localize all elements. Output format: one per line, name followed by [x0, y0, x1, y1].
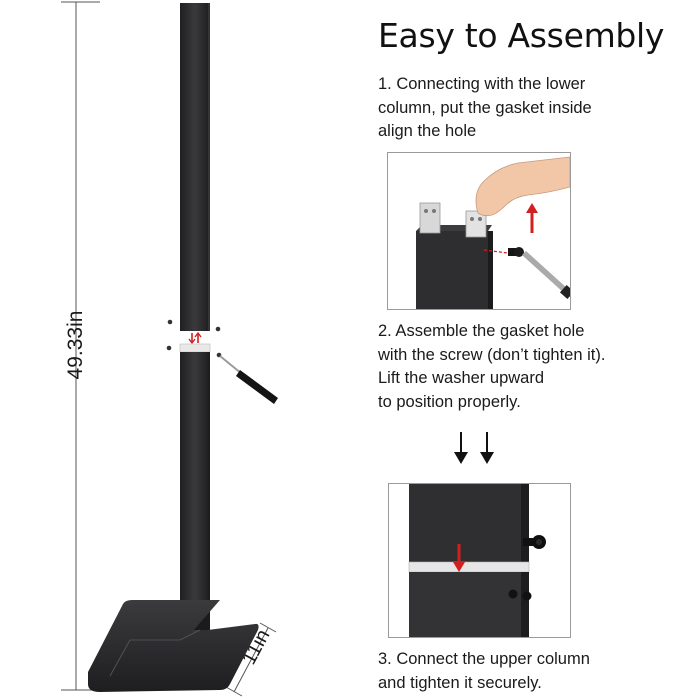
step-1-illustration: [387, 152, 571, 310]
step-1-text: 1. Connecting with the lower column, put…: [378, 75, 592, 140]
screw-icon: [523, 535, 546, 549]
hand-icon: [475, 156, 570, 217]
down-arrow-icon: [454, 432, 494, 464]
depth-dimension-line: [225, 622, 277, 697]
step-3-text: 3. Connect the upper column and tighten …: [378, 650, 590, 692]
step-3-illustration: [388, 483, 571, 638]
screwdriver-icon: [219, 355, 278, 404]
step-2-text: 2. Assemble the gasket hole with the scr…: [378, 322, 606, 411]
up-arrow-icon: [526, 203, 538, 233]
product-stand-illustration: [88, 3, 278, 692]
screw-icon: [508, 247, 524, 257]
page-title: Easy to Assembly: [378, 16, 665, 55]
